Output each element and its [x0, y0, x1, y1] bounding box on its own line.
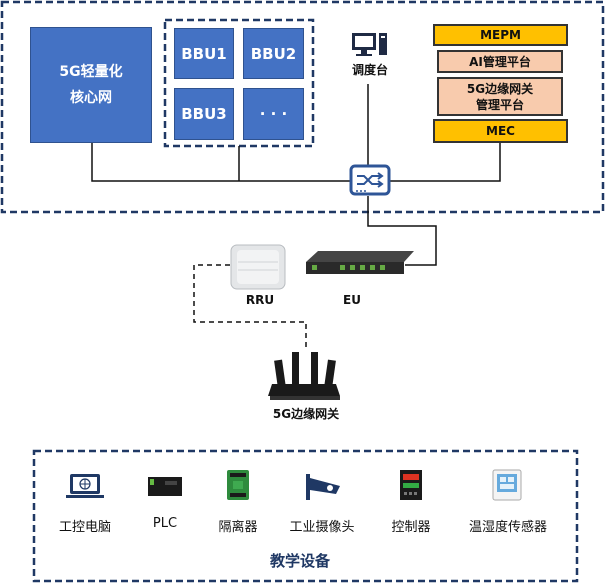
edge-gateway-platform-label-line1: 5G边缘网关	[466, 81, 534, 96]
mec-to-switch-line	[390, 143, 501, 182]
sensor-icon	[492, 469, 522, 501]
mec-label: MEC	[486, 124, 515, 138]
bbu3-label: BBU3	[181, 105, 227, 123]
core-network-label-line1: 5G轻量化	[59, 64, 123, 80]
core-area-frame	[0, 0, 605, 214]
bbu1-label: BBU1	[181, 44, 227, 63]
edge-gateway-platform-box[interactable]: 5G边缘网关 管理平台	[437, 77, 563, 116]
bbu-more-box[interactable]: · · ·	[243, 88, 304, 140]
switch-to-eu-line	[367, 196, 437, 266]
core-network-label-line2: 核心网	[70, 90, 112, 106]
bbu2-label: BBU2	[250, 44, 297, 63]
edu-section-title: 教学设备	[269, 552, 330, 570]
edu-device-computer-label: 工控电脑	[58, 520, 111, 535]
eu-label: EU	[343, 293, 361, 307]
gateway-label: 5G边缘网关	[272, 407, 340, 421]
edge-gateway-platform-label-line2: 管理平台	[475, 97, 524, 112]
controller-icon	[400, 470, 422, 500]
mepm-box[interactable]: MEPM	[433, 24, 568, 46]
monitor-icon	[352, 33, 387, 56]
bbu3-box[interactable]: BBU3	[174, 88, 234, 140]
core-to-switch-line	[91, 143, 352, 182]
camera-icon	[306, 474, 340, 500]
isolator-icon	[227, 470, 249, 500]
mec-box[interactable]: MEC	[433, 119, 568, 143]
bbu2-box[interactable]: BBU2	[243, 28, 304, 79]
edu-device-camera-label: 工业摄像头	[289, 520, 355, 535]
ai-platform-label: AI管理平台	[469, 54, 531, 69]
rru-link-dashed	[193, 264, 307, 350]
edu-device-sensor-label: 温湿度传感器	[468, 520, 547, 535]
rru-label: RRU	[245, 293, 275, 307]
router-icon	[268, 352, 340, 400]
mepm-label: MEPM	[480, 28, 521, 42]
console-label: 调度台	[351, 63, 388, 77]
rru-device-icon	[230, 244, 286, 290]
bbu-more-label: · · ·	[259, 105, 288, 123]
edu-device-isolator-label: 隔离器	[218, 520, 258, 535]
eu-device-icon	[306, 251, 414, 274]
edu-device-plc-label: PLC	[152, 516, 178, 531]
switch-icon	[349, 164, 391, 196]
bbu1-box[interactable]: BBU1	[174, 28, 234, 79]
edu-device-controller-label: 控制器	[391, 520, 431, 535]
plc-icon	[148, 477, 182, 496]
ai-platform-box[interactable]: AI管理平台	[437, 50, 563, 73]
edu-area-frame	[32, 449, 579, 583]
computer-icon	[66, 474, 104, 498]
core-network-box[interactable]: 5G轻量化 核心网	[30, 27, 152, 143]
